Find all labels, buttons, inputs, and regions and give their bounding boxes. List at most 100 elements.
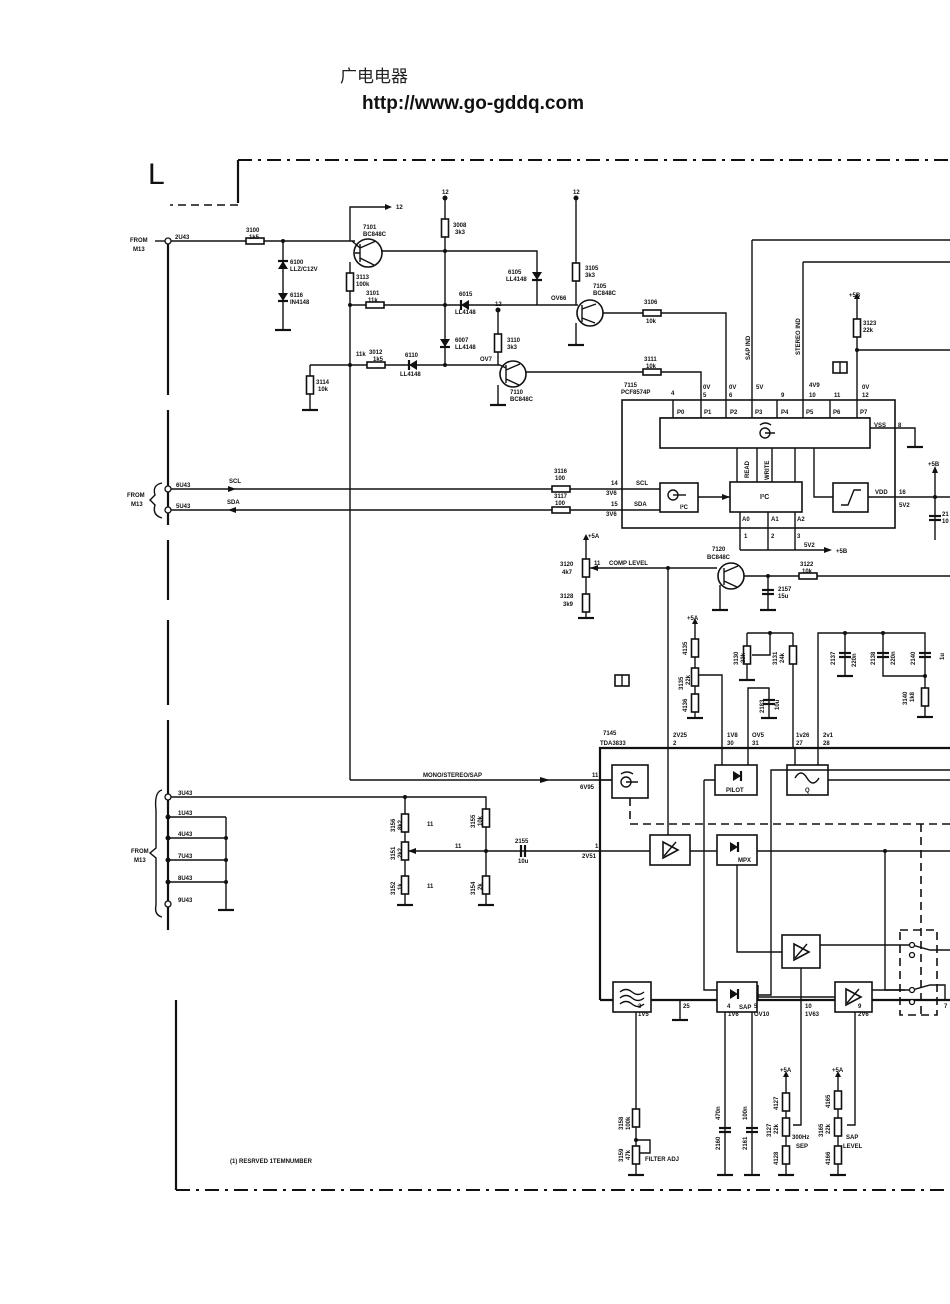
signals-supply_12-label: 12	[396, 205, 403, 211]
components-r3135-ref-label: 3135	[679, 676, 685, 690]
resistor-3123	[852, 318, 862, 338]
connector-from-m13-top: FROM M13 2U43	[130, 235, 190, 253]
ic7115-volts-p5-label: 4V9	[809, 383, 820, 389]
components-r3113-ref-label: 3113	[356, 275, 370, 281]
signals-scl-label: SCL	[229, 479, 241, 485]
signals-supply_5a-label: +5A	[687, 616, 699, 622]
signals-mono_stereo_sap-label: MONO/STEREO/SAP	[423, 773, 482, 779]
signals-ov66-label: OV66	[551, 296, 567, 302]
transistor-7110	[499, 360, 527, 388]
ic7145-bottom_pins-2-n-label: 4	[727, 1004, 731, 1010]
components-c2183-value-label: 10u	[775, 699, 781, 710]
diode-6116	[276, 291, 290, 303]
resistor-3106	[642, 309, 662, 317]
components-r3100-value-label: 1k5	[249, 235, 260, 241]
connector-7u43: 7U43	[178, 854, 193, 860]
ic7115-pins-4-label: 9	[781, 393, 785, 399]
diode-6110	[407, 358, 419, 372]
components-r3130-ref-label: 3130	[734, 651, 740, 665]
ic7115-ports-6-label: P6	[833, 410, 841, 416]
components-r3122-ref-label: 3122	[800, 562, 814, 568]
footnote: (1) RESRVED 1TEMNUMBER	[230, 1159, 313, 1165]
components-c2160-value-label: 470n	[716, 1106, 722, 1120]
frame-border	[170, 159, 950, 1191]
components-r3128-ref-label: 3128	[560, 594, 574, 600]
components-r3111-value-label: 10k	[646, 364, 657, 370]
ic7115-sda_v-label: 3V6	[606, 512, 617, 518]
signals-supply_12-label: 12	[573, 190, 580, 196]
components-t7120-value-label: BC848C	[707, 555, 731, 561]
ic7145-top_pins-4-v-label: 2v1	[823, 733, 834, 739]
ic7145-pin1-label: 1	[595, 844, 599, 850]
potentiometer-3135	[690, 667, 700, 687]
components-d6105-ref-label: 6105	[508, 270, 522, 276]
ic7145-bottom_pins-3-n-label: 5	[754, 1004, 758, 1010]
components-c2138-ref-label: 2138	[871, 651, 877, 665]
components-r3008-ref-label: 3008	[453, 223, 467, 229]
ic7115-write-label: WRITE	[765, 461, 771, 480]
components-r3106-ref-label: 3106	[644, 300, 658, 306]
shift-register-icon	[759, 422, 775, 439]
components-r3156-ref-label: 3156	[391, 818, 397, 832]
components-r3127-ref-label: 3127	[767, 1123, 773, 1137]
mode-switch-icon	[620, 771, 638, 788]
site-url[interactable]: http://www.go-gddq.com	[362, 93, 584, 114]
ic7145-bottom_pins-4-n-label: 10	[805, 1004, 812, 1010]
ic7115-pins-6-label: 11	[834, 393, 841, 399]
sheet-letter: L	[148, 158, 165, 191]
resistor-3113	[345, 272, 355, 292]
ic7115-vss-label: VSS	[874, 423, 886, 429]
resistor-3128	[581, 593, 591, 613]
ic7115-vss_pin-label: 8	[898, 423, 902, 429]
components-d6015-ref-label: 6015	[459, 292, 473, 298]
ic7115-ref-label: 7115	[624, 383, 638, 389]
potentiometer-3127	[781, 1117, 791, 1137]
components-r3140-ref-label: 3140	[903, 691, 909, 705]
ic7145-top_pins-1-v-label: 1V8	[727, 733, 738, 739]
ic7145-bottom_pins-2-v-label: 1V6	[728, 1012, 739, 1018]
pilot-detector-block	[714, 764, 758, 796]
ic7145-top_pins-3-v-label: 1v26	[796, 733, 810, 739]
resistor-3105	[571, 262, 581, 282]
filter-block	[612, 981, 652, 1013]
ic7145-top_pins-4-n-label: 28	[823, 741, 830, 747]
transistor-7101	[353, 238, 383, 268]
components-c2155-value-label: 10u	[518, 859, 529, 865]
components-r3105-ref-label: 3105	[585, 266, 599, 272]
components-r3114-value-label: 10k	[318, 387, 329, 393]
resistor-3158	[631, 1108, 641, 1128]
ic7115-scl_v-label: 3V6	[606, 491, 617, 497]
components-t7110-value-label: BC848C	[510, 397, 534, 403]
resistor-3008	[440, 218, 450, 238]
components-d6015-value-label: LL4148	[455, 310, 476, 316]
output-switch	[899, 929, 938, 1016]
components-r3128-value-label: 3k9	[563, 602, 574, 608]
i2c-block-label: I²C	[760, 494, 769, 501]
ic7115-pins-7-label: 12	[862, 393, 869, 399]
ic7115-i2c_small-label: I²C	[680, 504, 689, 511]
components-r3130-value-label: 22k	[741, 652, 747, 663]
ic7115-addr-1-label: A1	[771, 517, 779, 523]
connector-6u43: 6U43	[176, 483, 191, 489]
components-r3154-ref-label: 3154	[471, 881, 477, 895]
bottom-network: 3158 100k 3159 47k FILTER ADJ 2160 470n …	[619, 1068, 863, 1177]
potentiometer-3120	[581, 558, 591, 578]
connector-9u43: 9U43	[178, 898, 193, 904]
ic7115-scl_pin-label: 14	[611, 481, 618, 487]
signals-mark_11-label: 11	[427, 884, 434, 890]
components-r4127-ref-label: 4127	[774, 1096, 780, 1110]
resistor-3116	[551, 485, 571, 493]
components-r3151-value-label: 2k2	[398, 847, 404, 858]
ic7115-ports-1-label: P1	[704, 410, 712, 416]
ic7115-vdd_v-label: 5V2	[899, 503, 910, 509]
ic7145-bottom_pins-4-v-label: 1V63	[805, 1012, 820, 1018]
signals-supply_12-label: 12	[442, 190, 449, 196]
ic7145-bottom_pins-3-v-label: OV10	[754, 1012, 770, 1018]
ic7145-bottom_pins-5-v-label: 2V6	[858, 1012, 869, 1018]
components-d6100-value-label: LLZ/C12V	[290, 267, 318, 273]
schmitt-trigger-icon	[841, 489, 861, 506]
connector-bus	[166, 241, 236, 930]
diode-6105	[530, 270, 544, 282]
components-d6007-value-label: LL4148	[455, 345, 476, 351]
ic-7115: 7115 PCF8574P SAP IND STEREO IND +5B 312…	[606, 239, 950, 555]
